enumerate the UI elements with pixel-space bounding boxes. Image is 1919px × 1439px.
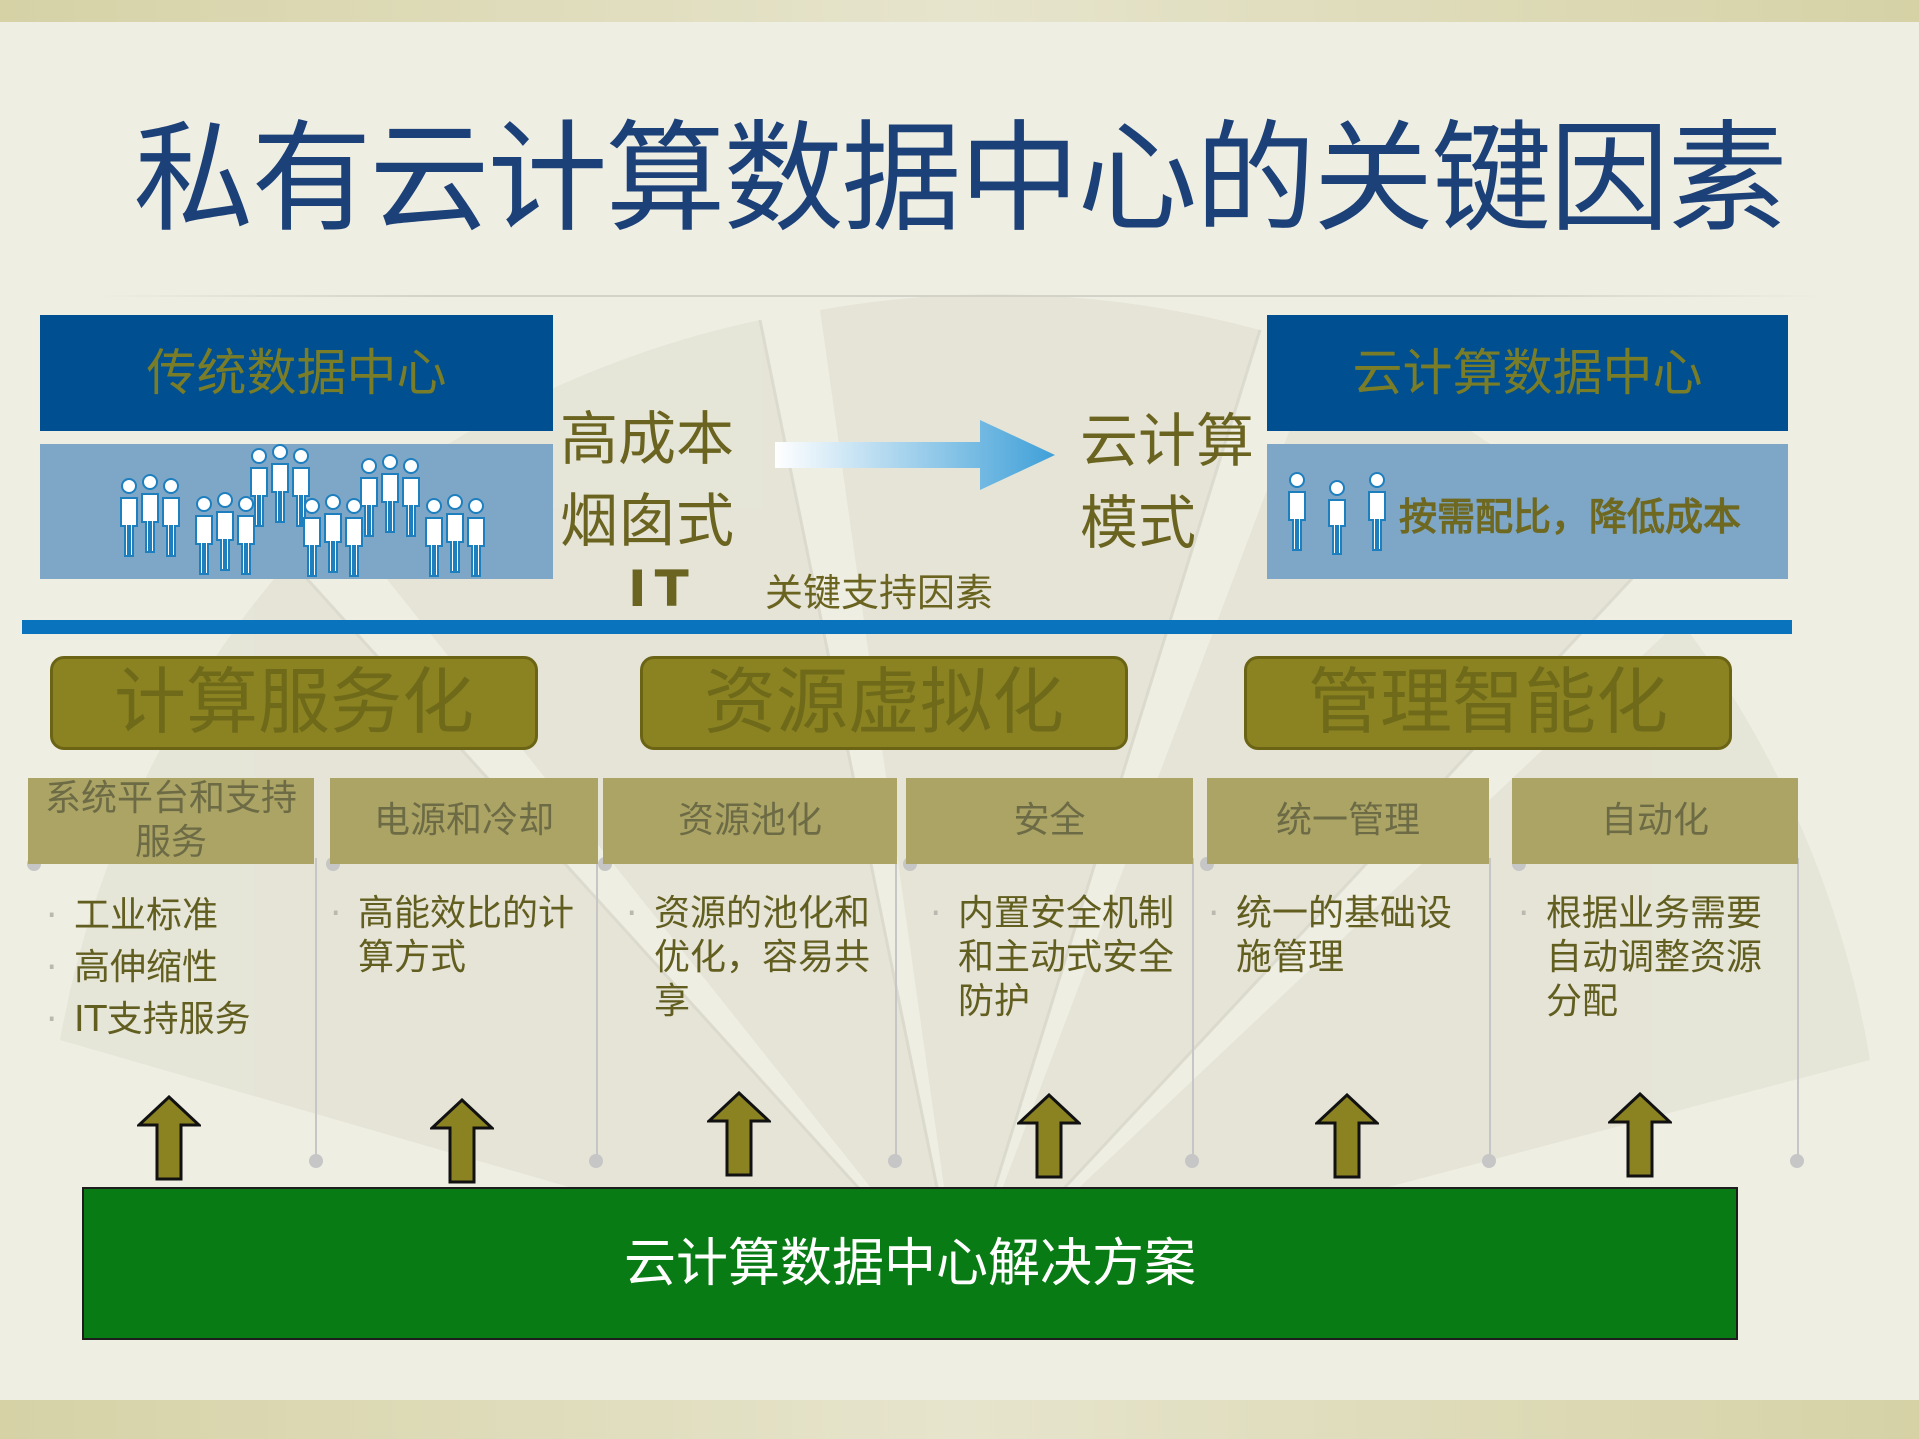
- title-underline: [95, 295, 1825, 297]
- power-cooling-desc: 高能效比的计算方式: [330, 892, 580, 980]
- people-icon: [1288, 472, 1386, 555]
- traditional-dc-label: 传统数据中心: [146, 344, 447, 402]
- list-item: 工业标准: [46, 890, 251, 942]
- security-desc: 内置安全机制和主动式安全防护: [930, 892, 1180, 1024]
- traditional-trait-chimney: 烟囱式: [560, 487, 735, 555]
- divider-dot: [1482, 1154, 1496, 1168]
- feature-header-platform: 系统平台和支持服务: [28, 778, 314, 864]
- people-icon: [120, 474, 180, 557]
- key-factors-label: 关键支持因素: [765, 571, 994, 615]
- column-divider: [1489, 858, 1491, 1160]
- up-arrow-icon: [137, 1095, 201, 1181]
- up-arrow-icon: [1608, 1092, 1672, 1178]
- up-arrow-icon: [430, 1098, 494, 1184]
- category-resource-virtualization: 资源虚拟化: [640, 656, 1128, 750]
- list-item: 高伸缩性: [46, 942, 251, 994]
- people-icon: [425, 494, 485, 577]
- divider-dot: [1185, 1154, 1199, 1168]
- feature-header-resource-pool: 资源池化: [603, 778, 897, 864]
- feature-label: 自动化: [1600, 800, 1709, 841]
- automation-desc: 根据业务需要自动调整资源分配: [1518, 892, 1780, 1024]
- divider-dot: [1790, 1154, 1804, 1168]
- cloud-dc-header: 云计算数据中心: [1267, 315, 1788, 431]
- category-label: 资源虚拟化: [703, 660, 1064, 744]
- feature-header-unified-management: 统一管理: [1207, 778, 1489, 864]
- up-arrow-icon: [1017, 1093, 1081, 1179]
- people-icon: [303, 494, 363, 577]
- divider-dot: [309, 1154, 323, 1168]
- feature-label: 资源池化: [677, 800, 822, 841]
- solution-label: 云计算数据中心解决方案: [623, 1234, 1196, 1294]
- up-arrow-icon: [1315, 1093, 1379, 1179]
- feature-label: 统一管理: [1275, 800, 1420, 841]
- feature-header-automation: 自动化: [1512, 778, 1798, 864]
- column-divider: [1192, 858, 1194, 1160]
- bottom-decorative-band: [0, 1400, 1919, 1439]
- up-arrow-icon: [707, 1091, 771, 1177]
- column-divider: [895, 858, 897, 1160]
- people-icon: [360, 454, 420, 537]
- platform-feature-list: 工业标准 高伸缩性 IT支持服务: [46, 890, 251, 1046]
- column-divider: [1797, 858, 1799, 1160]
- category-compute-service: 计算服务化: [50, 656, 538, 750]
- cloud-dc-label: 云计算数据中心: [1352, 344, 1703, 402]
- unified-management-desc: 统一的基础设施管理: [1208, 892, 1458, 980]
- divider-dot: [888, 1154, 902, 1168]
- feature-label: 系统平台和支持服务: [44, 778, 297, 863]
- column-divider: [596, 858, 598, 1160]
- divider-dot: [589, 1154, 603, 1168]
- category-smart-management: 管理智能化: [1244, 656, 1732, 750]
- page-title: 私有云计算数据中心的关键因素: [133, 110, 1788, 249]
- cloud-dc-caption: 按需配比，降低成本: [1399, 495, 1742, 539]
- feature-label: 安全: [1013, 800, 1086, 841]
- category-label: 管理智能化: [1307, 660, 1668, 744]
- cloud-mode-line1: 云计算: [1080, 407, 1255, 475]
- cloud-mode-line2: 模式: [1080, 489, 1197, 557]
- right-arrow-icon: [775, 420, 1055, 490]
- solution-bar: 云计算数据中心解决方案: [82, 1187, 1738, 1340]
- feature-header-power-cooling: 电源和冷却: [330, 778, 598, 864]
- top-decorative-band: [0, 0, 1919, 22]
- column-divider: [315, 858, 317, 1160]
- feature-label: 电源和冷却: [373, 800, 554, 841]
- feature-header-security: 安全: [906, 778, 1193, 864]
- people-icon: [195, 492, 255, 575]
- traditional-trait-it: IT: [628, 560, 697, 618]
- traditional-dc-header: 传统数据中心: [40, 315, 553, 431]
- section-divider: [22, 620, 1792, 634]
- category-label: 计算服务化: [113, 660, 474, 744]
- cloud-dc-body: 按需配比，降低成本: [1267, 444, 1788, 579]
- traditional-trait-cost: 高成本: [560, 405, 735, 473]
- traditional-dc-body: [40, 444, 553, 579]
- people-icon: [250, 444, 310, 527]
- resource-pool-desc: 资源的池化和优化，容易共享: [626, 892, 876, 1024]
- list-item: IT支持服务: [46, 994, 251, 1046]
